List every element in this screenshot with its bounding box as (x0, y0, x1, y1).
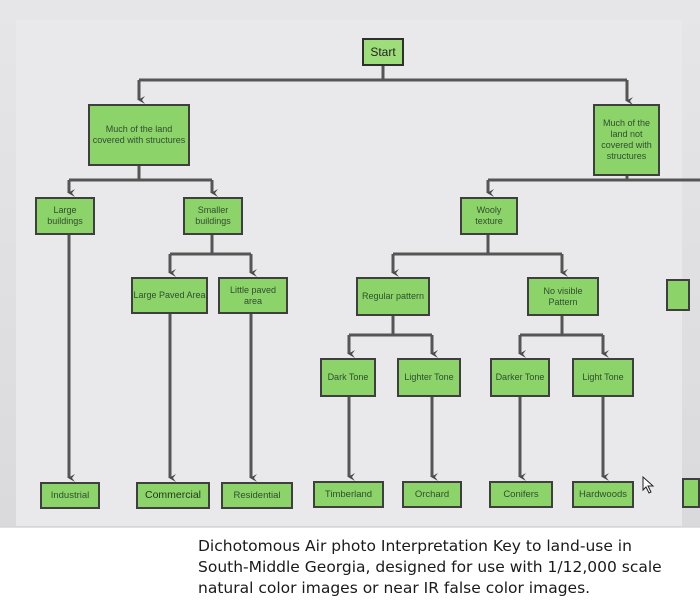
hardwoods-node: Hardwoods (572, 481, 634, 508)
no-visible-pattern-node: No visible Pattern (527, 277, 599, 316)
connector-lines (67, 66, 700, 482)
much-not-covered-node: Much of the land not covered with struct… (593, 104, 660, 176)
lighter-tone-node: Lighter Tone (397, 358, 461, 397)
diagram-caption: Dichotomous Air photo Interpretation Key… (198, 537, 662, 597)
residential-node: Residential (221, 482, 293, 509)
offscreen-node-edge-bottom (682, 478, 700, 508)
darker-tone-node: Darker Tone (490, 358, 550, 397)
smaller-buildings-node: Smaller buildings (183, 197, 243, 235)
orchard-node: Orchard (402, 481, 462, 508)
dark-tone-node: Dark Tone (320, 358, 376, 397)
offscreen-node-edge (666, 279, 690, 311)
regular-pattern-node: Regular pattern (356, 277, 430, 316)
caption-area (0, 528, 700, 600)
much-covered-node: Much of the land covered with structures (88, 104, 190, 166)
industrial-node: Industrial (40, 482, 100, 509)
mouse-cursor-icon (642, 476, 655, 494)
start-node: Start (362, 38, 404, 66)
wooly-texture-node: Wooly texture (460, 197, 518, 235)
conifers-node: Conifers (489, 481, 553, 508)
little-paved-area-node: Little paved area (218, 277, 288, 314)
commercial-node: Commercial (136, 482, 210, 509)
large-paved-area-node: Large Paved Area (131, 277, 208, 314)
light-tone-node: Light Tone (572, 358, 634, 397)
timberland-node: Timberland (313, 481, 384, 508)
large-buildings-node: Large buildings (35, 197, 95, 235)
